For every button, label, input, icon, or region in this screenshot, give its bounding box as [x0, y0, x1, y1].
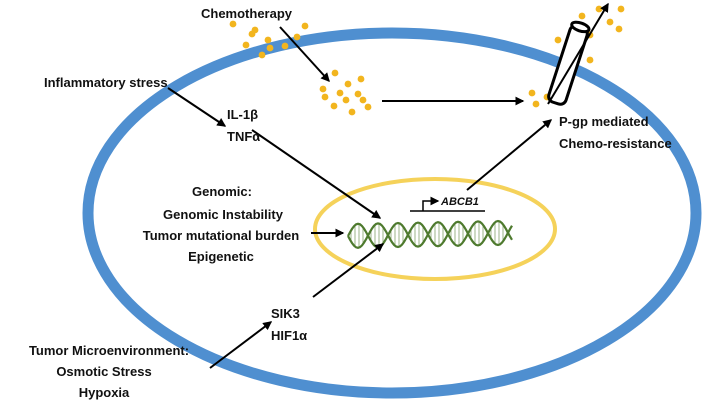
drug-dot [344, 80, 352, 88]
drug-dot [266, 44, 274, 52]
drug-dot [321, 93, 329, 101]
abcb1-gene-marker [410, 196, 485, 212]
drug-dot [331, 69, 339, 77]
drug-dot [281, 42, 289, 50]
label-sik3: SIK3 [271, 306, 300, 321]
label-abcb1: ABCB1 [440, 196, 479, 208]
label-osmotic-stress: Osmotic Stress [56, 364, 151, 379]
label-genomic-header: Genomic: [192, 184, 252, 199]
drug-dot [615, 25, 623, 33]
drug-dot [293, 33, 301, 41]
arrow-abcb1-to-pgp [466, 119, 553, 191]
arrow-inflammatory-to-cytokines [167, 87, 227, 127]
drug-dot [258, 51, 266, 59]
drug-dot [617, 5, 625, 13]
dna-strand [347, 220, 513, 249]
drug-dot [319, 85, 327, 93]
drug-dot [586, 56, 594, 64]
drug-dot [251, 26, 259, 34]
arrow-chemotherapy-to-cell [279, 26, 330, 82]
label-hypoxia: Hypoxia [79, 385, 130, 400]
drug-dot [359, 96, 367, 104]
drug-dot [330, 102, 338, 110]
drug-dot [364, 103, 372, 111]
drug-dot [348, 108, 356, 116]
label-il1b: IL-1β [227, 107, 258, 122]
drug-dot [528, 89, 536, 97]
intracellular-drug-dots [319, 69, 372, 116]
drug-dot [264, 36, 272, 44]
label-epigenetic: Epigenetic [188, 249, 254, 264]
arrow-sik3-to-dna [312, 243, 385, 298]
p-gp-efflux-pump-icon [547, 20, 591, 106]
drug-dot [595, 5, 603, 13]
arrow-tme-to-sik3 [209, 321, 273, 369]
drug-dot [554, 36, 562, 44]
arrow-cytokines-to-dna [251, 129, 382, 219]
label-tnfa: TNFα [227, 129, 260, 144]
label-tumor-mutational-burden: Tumor mutational burden [143, 228, 300, 243]
label-pgp-mediated: P-gp mediated [559, 114, 649, 129]
cell-membrane [82, 27, 702, 399]
label-hif1a: HIF1α [271, 328, 307, 343]
label-chemotherapy: Chemotherapy [201, 6, 293, 21]
drug-dot [342, 96, 350, 104]
drug-dot [242, 41, 250, 49]
drug-dot [578, 12, 586, 20]
chemotherapy-drug-dots [229, 20, 309, 59]
drug-dot [532, 100, 540, 108]
drug-dot [357, 75, 365, 83]
drug-dot [301, 22, 309, 30]
drug-dot [606, 18, 614, 26]
drug-dot [336, 89, 344, 97]
nucleus [313, 177, 557, 281]
label-tumor-microenvironment: Tumor Microenvironment: [29, 343, 189, 358]
drug-dot [354, 90, 362, 98]
label-inflammatory-stress: Inflammatory stress [44, 75, 168, 90]
label-chemo-resistance: Chemo-resistance [559, 136, 672, 151]
dna-double-helix-icon [347, 219, 513, 249]
dna-strand [347, 219, 513, 249]
drug-dot [229, 20, 237, 28]
label-genomic-instability: Genomic Instability [163, 207, 284, 222]
arrow-pump-efflux [547, 2, 609, 105]
